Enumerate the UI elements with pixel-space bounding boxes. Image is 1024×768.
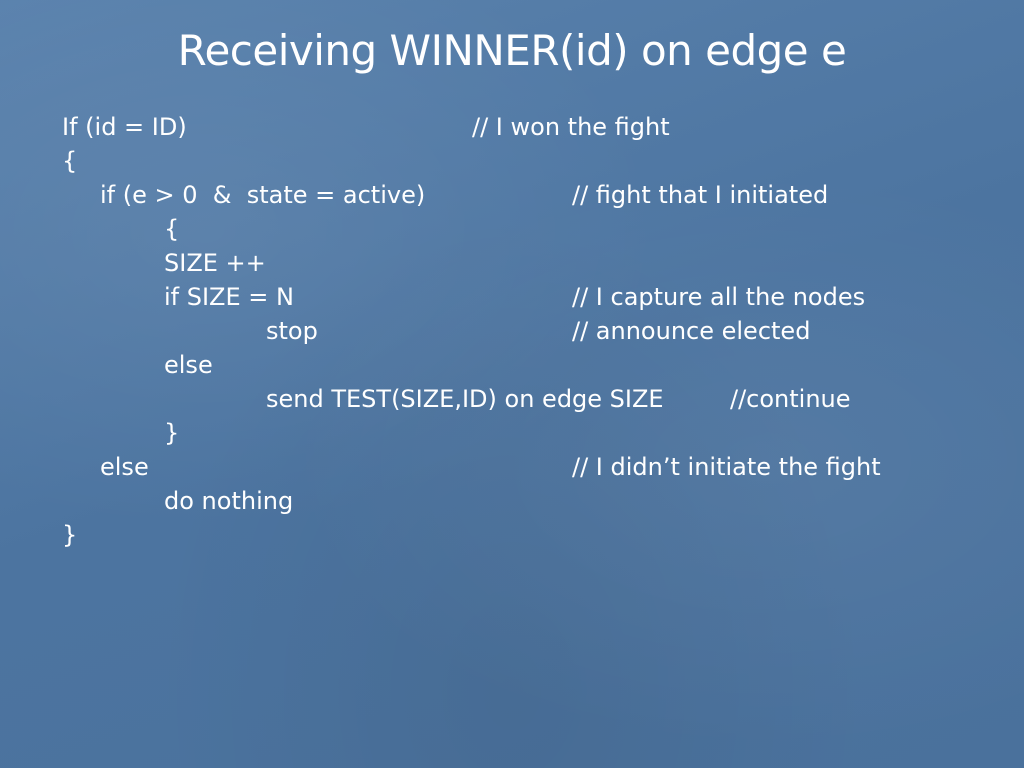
code-text: {: [62, 147, 78, 175]
code-line: {: [0, 144, 1024, 178]
code-line: SIZE ++: [0, 246, 1024, 280]
code-line: stop // announce elected: [0, 314, 1024, 348]
code-text: SIZE ++: [164, 249, 266, 277]
slide-title: Receiving WINNER(id) on edge e: [177, 26, 847, 75]
code-line: else: [0, 348, 1024, 382]
code-text: else: [100, 453, 149, 481]
code-comment: //continue: [730, 385, 851, 413]
code-comment: // I capture all the nodes: [572, 283, 866, 311]
code-line: if (e > 0 & state = active) // fight tha…: [0, 178, 1024, 212]
code-text: if SIZE = N: [164, 283, 294, 311]
code-text: {: [164, 215, 180, 243]
code-text: else: [164, 351, 213, 379]
code-line: do nothing: [0, 484, 1024, 518]
code-text: }: [164, 419, 180, 447]
code-line: if SIZE = N // I capture all the nodes: [0, 280, 1024, 314]
pseudocode-block: If (id = ID) // I won the fight { if (e …: [0, 110, 1024, 570]
code-text: stop: [266, 317, 318, 345]
code-line: else // I didn’t initiate the fight: [0, 450, 1024, 484]
code-comment: // announce elected: [572, 317, 811, 345]
code-text: If (id = ID): [62, 113, 187, 141]
code-line: {: [0, 212, 1024, 246]
code-text: if (e > 0 & state = active): [100, 181, 426, 209]
code-line: If (id = ID) // I won the fight: [0, 110, 1024, 144]
code-text: do nothing: [164, 487, 294, 515]
code-comment: // fight that I initiated: [572, 181, 829, 209]
code-line: }: [0, 518, 1024, 552]
code-text: send TEST(SIZE,ID) on edge SIZE: [266, 385, 664, 413]
code-text: }: [62, 521, 78, 549]
code-comment: // I didn’t initiate the fight: [572, 453, 881, 481]
code-line: }: [0, 416, 1024, 450]
code-line: send TEST(SIZE,ID) on edge SIZE //contin…: [0, 382, 1024, 416]
code-comment: // I won the fight: [472, 113, 670, 141]
